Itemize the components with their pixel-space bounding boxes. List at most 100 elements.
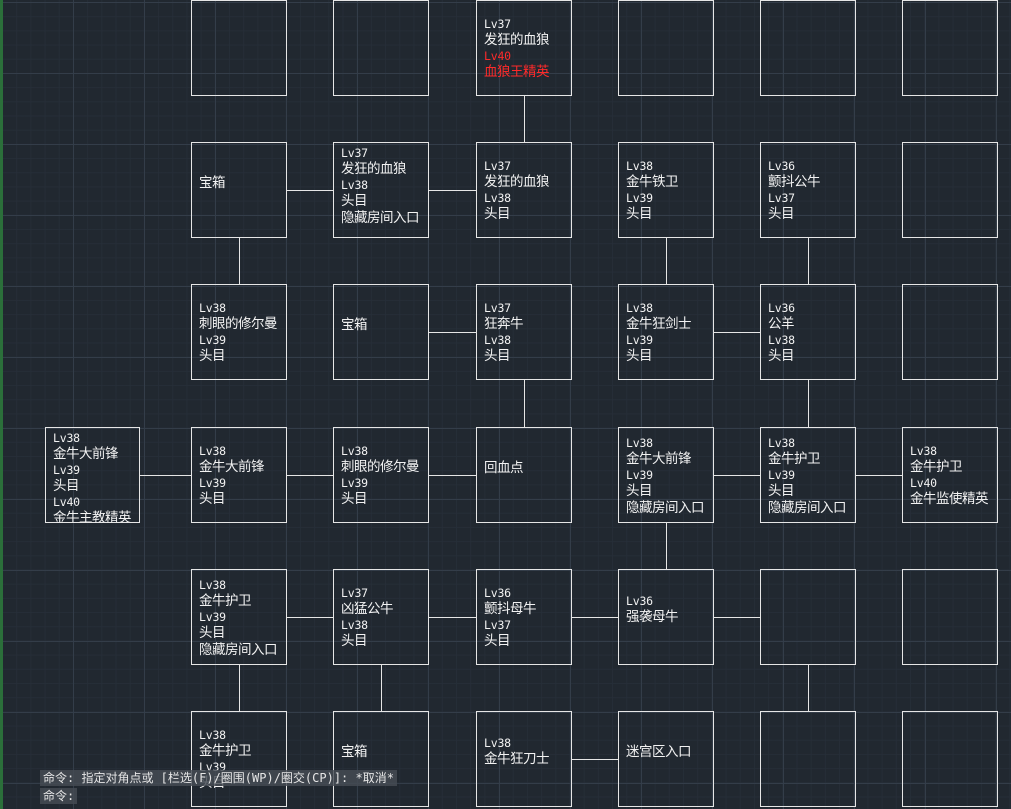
- level-label: Lv38: [626, 435, 653, 450]
- room-label: 公羊: [768, 316, 795, 332]
- room-label: 金牛护卫: [199, 743, 252, 759]
- room-r3c3[interactable]: 回血点: [476, 427, 572, 523]
- level-label: Lv38: [53, 431, 80, 445]
- command-prompt[interactable]: 命令:: [40, 788, 78, 804]
- room-label: 刺眼的修尔曼: [199, 316, 278, 332]
- room-r0c1[interactable]: [191, 0, 287, 96]
- room-label: 金牛护卫: [768, 450, 821, 467]
- room-label: 金牛护卫: [910, 459, 963, 475]
- room-label: 金牛监使精英: [910, 491, 989, 507]
- room-label: 头目: [484, 633, 511, 649]
- level-label: Lv39: [199, 609, 226, 624]
- room-label: 金牛护卫: [199, 592, 252, 609]
- level-label: Lv38: [484, 736, 511, 750]
- room-r5c4[interactable]: 迷宫区入口: [618, 711, 714, 807]
- room-label: 头目: [53, 478, 80, 494]
- room-label: 迷宫区入口: [626, 743, 692, 760]
- room-r4c5[interactable]: [760, 569, 856, 665]
- level-label: Lv38: [199, 728, 226, 742]
- room-label: 发狂的血狼: [484, 174, 550, 190]
- room-r0c5[interactable]: [760, 0, 856, 96]
- level-label: Lv38: [626, 159, 653, 173]
- level-label: Lv38: [484, 191, 511, 205]
- room-label: 颤抖公牛: [768, 174, 821, 190]
- room-label: 金牛狂剑士: [626, 316, 692, 332]
- room-r0c6[interactable]: [902, 0, 998, 96]
- room-r2c2[interactable]: 宝箱: [333, 284, 429, 380]
- level-label: Lv38: [199, 301, 226, 315]
- level-label: Lv37: [484, 301, 511, 315]
- room-label: 头目: [341, 193, 368, 209]
- room-label: 宝箱: [199, 174, 226, 191]
- room-label: 头目: [199, 348, 226, 364]
- level-label: Lv38: [484, 333, 511, 347]
- room-text: 迷宫区入口: [626, 744, 711, 761]
- level-label: Lv37: [484, 618, 511, 632]
- level-label: Lv38: [910, 444, 937, 458]
- room-label: 回血点: [484, 459, 524, 476]
- level-label: Lv40: [484, 49, 511, 63]
- room-r0c4[interactable]: [618, 0, 714, 96]
- level-label: Lv38: [768, 333, 795, 347]
- room-label: 发狂的血狼: [484, 32, 550, 48]
- level-label: Lv36: [768, 159, 795, 173]
- room-label: 宝箱: [341, 743, 368, 760]
- room-r2c6[interactable]: [902, 284, 998, 380]
- level-label: Lv38: [341, 178, 368, 192]
- room-label: 头目: [768, 206, 795, 222]
- room-label: 颤抖母牛: [484, 601, 537, 617]
- room-label: 金牛大前锋: [626, 450, 692, 467]
- room-text: 宝箱: [341, 744, 426, 761]
- room-r5c6[interactable]: [902, 711, 998, 807]
- room-r1c1[interactable]: 宝箱: [191, 142, 287, 238]
- level-label: Lv40: [53, 495, 80, 509]
- room-r4c6[interactable]: [902, 569, 998, 665]
- room-r0c2[interactable]: [333, 0, 429, 96]
- level-label: Lv36: [626, 594, 653, 608]
- command-line[interactable]: 命令: 指定对角点或 [栏选(F)/圈围(WP)/圈交(CP)]: *取消* 命…: [40, 770, 460, 806]
- room-r5c5[interactable]: [760, 711, 856, 807]
- room-r1c6[interactable]: [902, 142, 998, 238]
- room-label: 金牛大前锋: [53, 446, 119, 462]
- level-label: Lv37: [484, 17, 511, 31]
- room-label: 头目: [768, 482, 795, 499]
- room-label: 刺眼的修尔曼: [341, 459, 420, 475]
- viewport-edge: [0, 0, 3, 809]
- room-label: 头目: [484, 206, 511, 222]
- room-r5c2[interactable]: 宝箱: [333, 711, 429, 807]
- level-label: Lv37: [484, 159, 511, 173]
